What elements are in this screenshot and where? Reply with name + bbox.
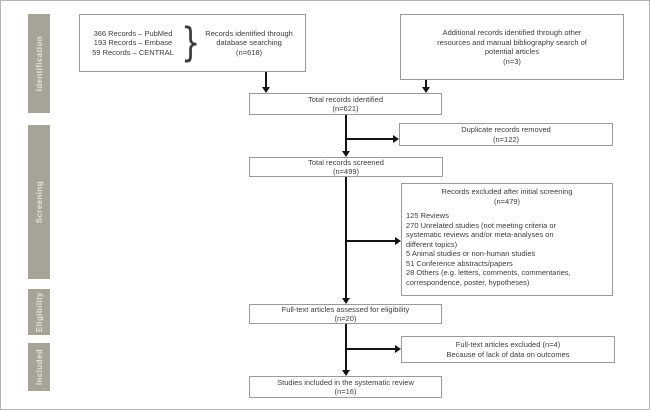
arrowhead-right-icon — [393, 135, 399, 143]
arrowhead-down-icon — [342, 370, 350, 376]
arrow-screened-to-fulltext — [345, 177, 347, 298]
stage-label-included: Included — [34, 348, 44, 386]
source-central: 59 Records – CENTRAL — [92, 47, 174, 57]
box-database-searching: 366 Records – PubMed 193 Records – Embas… — [79, 14, 306, 72]
stage-bar-eligibility: Eligibility — [28, 289, 50, 335]
arrowhead-right-icon — [395, 345, 401, 353]
database-searching-summary: Records identified through database sear… — [205, 29, 293, 58]
excluded-reason: 125 Reviews — [406, 211, 449, 220]
box-duplicates-removed: Duplicate records removed (n=122) — [399, 123, 613, 146]
box-fulltext-excluded: Full-text articles excluded (n=4) Becaus… — [401, 336, 615, 363]
excluded-reason: systematic reviews and/or meta-analyses … — [406, 230, 554, 239]
additional-line-3: potential articles — [484, 47, 540, 56]
additional-line-2: resources and manual bibliography search… — [437, 37, 587, 47]
arrow-branch-duplicates — [346, 138, 393, 140]
arrowhead-down-icon — [422, 87, 430, 93]
screened-label: Total records screened — [308, 157, 384, 167]
duplicates-count: (n=122) — [492, 134, 520, 144]
box-fulltext-assessed: Full-text articles assessed for eligibil… — [249, 304, 442, 324]
fulltext-excluded-reason: Because of lack of data on outcomes — [446, 349, 570, 359]
studies-included-count: (n=16) — [334, 387, 357, 396]
box-studies-included: Studies included in the systematic revie… — [249, 376, 442, 398]
fulltext-label: Full-text articles assessed for eligibil… — [281, 304, 410, 314]
database-source-list: 366 Records – PubMed 193 Records – Embas… — [92, 29, 174, 58]
additional-line-1: Additional records identified through ot… — [442, 28, 582, 37]
studies-included-label: Studies included in the systematic revie… — [277, 377, 414, 387]
fulltext-excluded-label: Full-text articles excluded (n=4) — [455, 340, 561, 349]
arrowhead-down-icon — [342, 298, 350, 304]
arrow-fulltext-to-included — [345, 324, 347, 370]
stage-label-eligibility: Eligibility — [34, 292, 44, 332]
excluded-header: Records excluded after initial screening — [441, 187, 573, 196]
stage-bar-screening: Screening — [28, 125, 50, 279]
arrowhead-down-icon — [342, 151, 350, 157]
excluded-reason: 51 Conference abstracts/papers — [406, 258, 513, 268]
db-search-line-1: Records identified through — [205, 28, 293, 38]
arrow-dbsearch-to-identified — [265, 72, 267, 88]
excluded-reason: 28 Others (e.g. letters, comments, comme… — [406, 268, 571, 277]
brace-glyph: } — [181, 20, 201, 66]
excluded-reason: 270 Unrelated studies (not meeting crite… — [406, 220, 557, 230]
fulltext-count: (n=20) — [334, 314, 357, 323]
total-identified-label: Total records identified — [307, 94, 384, 104]
db-search-count: (n=618) — [236, 47, 263, 57]
source-embase: 193 Records – Embase — [93, 38, 173, 48]
stage-bar-included: Included — [28, 343, 50, 391]
arrow-branch-ft-excluded — [346, 348, 395, 350]
stage-label-identification: Identification — [34, 35, 44, 92]
screened-count: (n=499) — [332, 167, 360, 176]
duplicates-label: Duplicate records removed — [461, 125, 551, 134]
box-additional-records: Additional records identified through ot… — [400, 14, 624, 80]
arrowhead-down-icon — [262, 87, 270, 93]
total-identified-count: (n=621) — [332, 104, 359, 113]
db-search-line-2: database searching — [216, 38, 282, 48]
arrow-additional-to-identified — [425, 80, 427, 88]
box-records-excluded: Records excluded after initial screening… — [401, 183, 613, 296]
stage-bar-identification: Identification — [28, 14, 50, 113]
stage-label-screening: Screening — [34, 180, 44, 224]
excluded-count: (n=479) — [493, 196, 521, 206]
box-total-identified: Total records identified (n=621) — [249, 93, 442, 115]
excluded-reason: 5 Animal studies or non-human studies — [406, 249, 536, 258]
arrow-branch-excluded — [346, 240, 395, 242]
additional-count: (n=3) — [503, 56, 521, 66]
excluded-reason-list: 125 Reviews 270 Unrelated studies (not m… — [406, 211, 608, 287]
arrow-identified-to-screened — [345, 115, 347, 151]
excluded-reason: different topics) — [406, 239, 458, 249]
excluded-reason: correspondence, poster, hypotheses) — [406, 277, 530, 287]
source-pubmed: 366 Records – PubMed — [93, 28, 173, 38]
arrowhead-right-icon — [395, 237, 401, 245]
box-total-screened: Total records screened (n=499) — [249, 157, 443, 177]
